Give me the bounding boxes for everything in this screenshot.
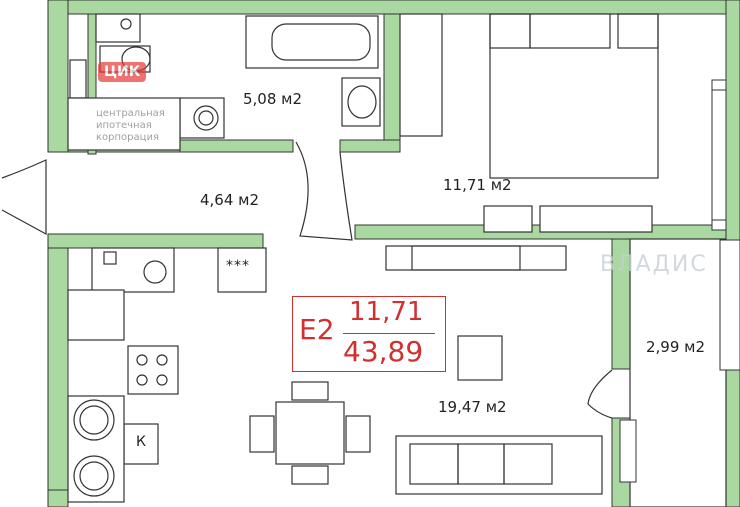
dining-table	[275, 401, 345, 465]
room-area-bedroom: 11,71 м2	[443, 176, 512, 194]
room-area-hall: 4,64 м2	[200, 191, 260, 209]
kitchen-k-cabinet	[123, 423, 159, 465]
hall-wardrobe	[67, 97, 181, 151]
wc-sink	[95, 13, 141, 43]
watermark: ВЛАДИС	[600, 252, 708, 277]
plan-living-area: 11,71	[349, 297, 424, 327]
plan-code: E2	[299, 313, 335, 346]
documents-icon	[457, 335, 503, 381]
loggia	[629, 238, 727, 507]
bathtub	[245, 15, 379, 69]
bedroom-wardrobe	[399, 13, 443, 137]
tv-stand	[385, 245, 567, 271]
logo: ЦИК центральная ипотечная корпорация	[94, 62, 184, 152]
loggia-door	[587, 369, 613, 419]
fixtures	[1, 13, 727, 507]
bedroom-radiator	[483, 205, 533, 233]
hall-door	[295, 141, 353, 241]
plan-fraction-line	[343, 333, 435, 334]
windows	[619, 89, 740, 483]
room-area-living: 19,47 м2	[438, 398, 507, 416]
room-area-bathroom: 5,08 м2	[243, 90, 303, 108]
room-area-loggia: 2,99 м2	[646, 338, 706, 356]
plan-badge: E2 11,71 43,89	[292, 296, 446, 372]
logo-tagline-1: центральная	[96, 108, 165, 119]
logo-tagline-2: ипотечная	[96, 120, 152, 131]
fridge	[67, 289, 125, 341]
stove-marks: ***	[226, 258, 250, 274]
laundry-tower	[67, 395, 125, 503]
entrance-door	[1, 159, 47, 236]
cabinet-letter: К	[136, 434, 146, 450]
bedroom-desk	[539, 205, 653, 233]
logo-brand: ЦИК	[98, 62, 147, 82]
washing-machine	[179, 97, 225, 139]
plan-total-area: 43,89	[343, 335, 424, 368]
kitchen-cabinet	[217, 247, 267, 293]
stove	[127, 345, 179, 395]
logo-tagline-3: корпорация	[96, 132, 159, 143]
sofa	[395, 435, 603, 495]
kitchen-sink-counter	[91, 247, 175, 293]
